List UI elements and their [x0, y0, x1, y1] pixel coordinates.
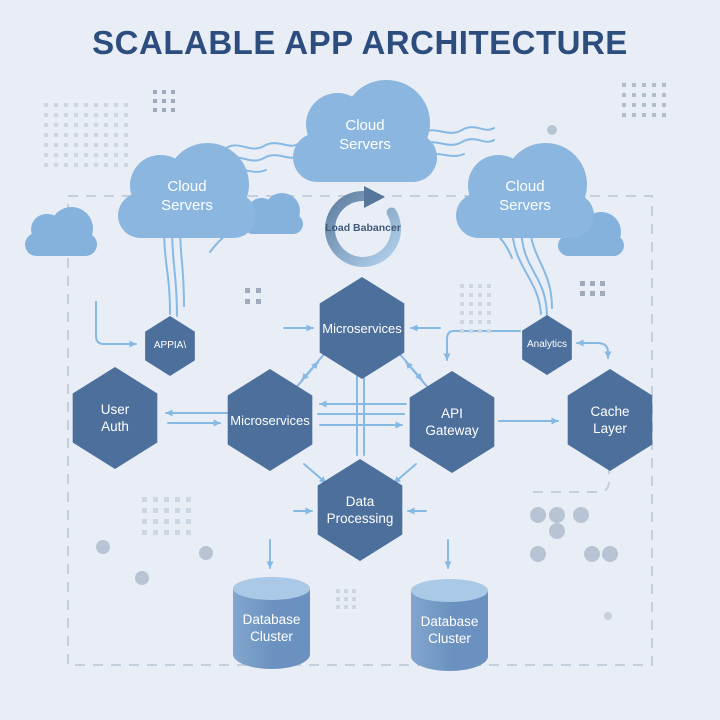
- node-label: Microservices: [230, 412, 310, 428]
- cloud-base: [558, 235, 624, 256]
- cloud-base: [118, 192, 256, 238]
- node-label: User: [100, 402, 130, 417]
- node-label: Cache: [590, 404, 630, 419]
- node-label: Gateway: [425, 423, 479, 438]
- scatter-dot: [549, 523, 565, 539]
- scatter-dot: [602, 546, 618, 562]
- cylinder-body: [411, 590, 488, 671]
- small-cloud-center-left: [243, 192, 303, 234]
- scatter-dot: [547, 125, 557, 135]
- node-label: Auth: [101, 419, 129, 434]
- ring-arrowhead-icon: [364, 186, 385, 208]
- scatter-dot: [530, 507, 546, 523]
- cylinder-body: [233, 588, 310, 669]
- node-label: Processing: [326, 511, 394, 526]
- cloud-base: [243, 214, 303, 234]
- cylinder-top: [233, 577, 310, 600]
- node-label: Microservices: [322, 320, 402, 336]
- scatter-dot: [530, 546, 546, 562]
- load-balancer-label: Load Babancer: [325, 222, 401, 234]
- scatter-dot: [584, 546, 600, 562]
- scatter-dot: [96, 540, 110, 554]
- dot-grid-mid-left-dark: [245, 288, 261, 304]
- small-cloud-far-left: [25, 207, 97, 256]
- node-label: Analytics: [526, 339, 567, 350]
- cloud-base: [456, 192, 594, 238]
- scatter-dot: [604, 612, 612, 620]
- node-label: API: [441, 406, 463, 421]
- dot-grid-bottom-center: [336, 589, 356, 609]
- dot-grid-top-right: [622, 83, 666, 117]
- scatter-dot: [199, 546, 213, 560]
- cylinder-top: [411, 579, 488, 602]
- cloud-base: [25, 232, 97, 256]
- node-label: APPIA\: [153, 340, 187, 351]
- scatter-dot: [135, 571, 149, 585]
- load-balancer: Load Babancer: [318, 183, 408, 273]
- dot-grid-top-left: [44, 103, 128, 167]
- node-label: Layer: [593, 421, 627, 436]
- dot-grid-mid-right-dark: [580, 281, 605, 296]
- node-label: Data: [345, 494, 375, 509]
- dot-grid-mid-right-light: [460, 284, 491, 333]
- dot-grid-left-lower: [142, 497, 191, 535]
- page-title: SCALABLE APP ARCHITECTURE: [92, 24, 628, 61]
- dot-grid-top-center: [153, 90, 175, 112]
- cloud-base: [293, 133, 437, 182]
- load-balancer-ring: [325, 186, 401, 267]
- scatter-dot: [549, 507, 565, 523]
- scatter-dot: [573, 507, 589, 523]
